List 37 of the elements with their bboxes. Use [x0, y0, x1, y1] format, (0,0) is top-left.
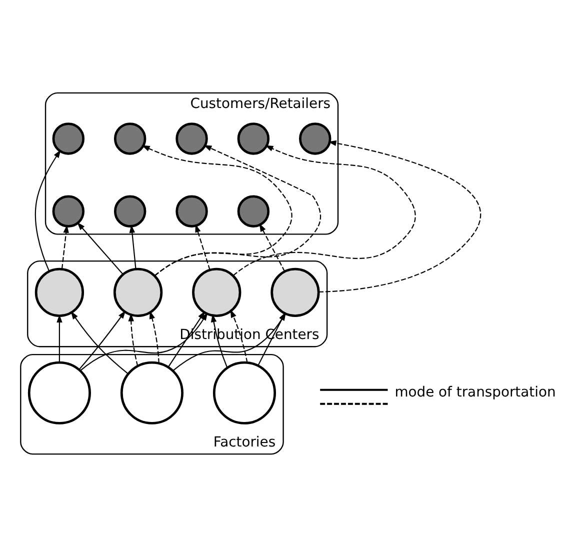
- arrow: [70, 311, 128, 374]
- arrow: [232, 145, 416, 276]
- legend-label: mode of transportation: [394, 384, 556, 401]
- arrow: [154, 144, 322, 276]
- arrow: [142, 145, 292, 276]
- arrow: [195, 224, 210, 270]
- arrow: [259, 223, 286, 272]
- node-circle: [52, 195, 85, 228]
- arrow: [168, 310, 206, 368]
- node-circle: [28, 361, 91, 424]
- node-circle: [176, 195, 208, 228]
- node-circle: [113, 268, 163, 317]
- arrow: [34, 150, 61, 272]
- node-circle: [34, 268, 84, 317]
- node-circle: [192, 268, 242, 317]
- node-circle: [120, 361, 184, 424]
- arrow: [78, 310, 126, 370]
- cluster: Factories: [20, 354, 284, 455]
- node-circle: [299, 122, 332, 155]
- arrow: [318, 140, 481, 292]
- node-circle: [114, 195, 146, 228]
- arrow: [61, 224, 69, 270]
- node-circle: [52, 122, 85, 155]
- node-circle: [237, 122, 270, 155]
- arrow: [129, 224, 136, 270]
- node-circle: [114, 122, 146, 155]
- node-circle: [176, 122, 208, 155]
- arrow: [230, 309, 248, 363]
- arrow: [210, 314, 228, 368]
- arrow: [128, 313, 138, 366]
- node-circle: [212, 361, 276, 424]
- arrow: [56, 314, 62, 362]
- arrow: [77, 222, 124, 275]
- node-circle: [270, 268, 320, 317]
- arrow: [149, 310, 160, 364]
- node-circle: [237, 195, 270, 228]
- arrow: [258, 312, 286, 366]
